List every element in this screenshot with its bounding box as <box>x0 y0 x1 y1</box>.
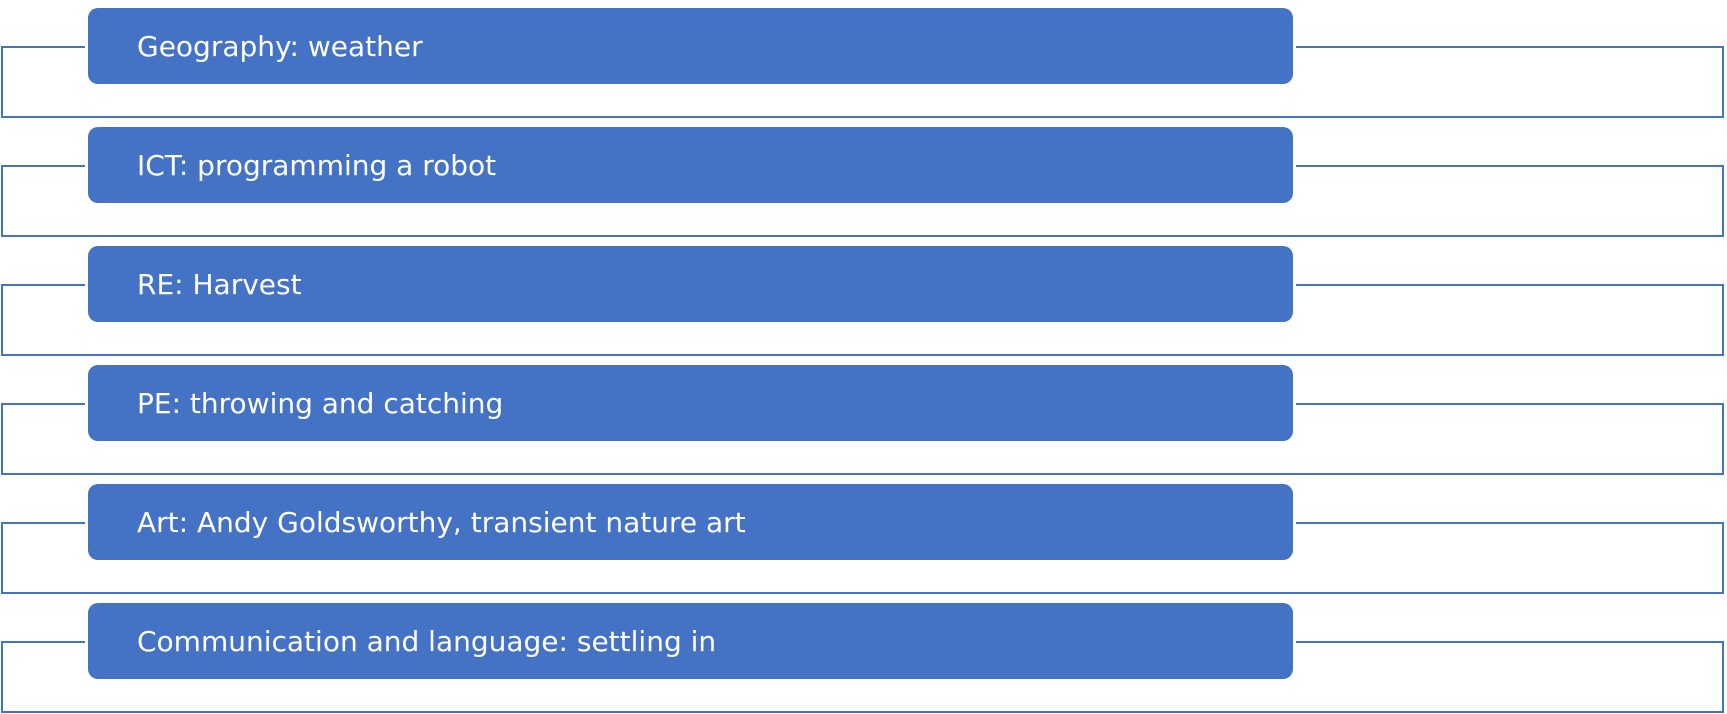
topic-label: Communication and language: settling in <box>137 624 717 658</box>
topic-label: Art: Andy Goldsworthy, transient nature … <box>137 505 746 539</box>
topic-item: Geography: weather <box>0 8 1727 118</box>
topic-label-bar: PE: throwing and catching <box>88 365 1293 441</box>
topic-label-bar: ICT: programming a robot <box>88 127 1293 203</box>
topic-item: RE: Harvest <box>0 246 1727 356</box>
topic-label: Geography: weather <box>137 29 423 63</box>
topic-label-bar: Art: Andy Goldsworthy, transient nature … <box>88 484 1293 560</box>
topic-item: PE: throwing and catching <box>0 365 1727 475</box>
topic-item: ICT: programming a robot <box>0 127 1727 237</box>
topic-label: ICT: programming a robot <box>137 148 497 182</box>
topic-label: RE: Harvest <box>137 267 302 301</box>
topic-item: Art: Andy Goldsworthy, transient nature … <box>0 484 1727 594</box>
topic-item: Communication and language: settling in <box>0 603 1727 713</box>
topic-label: PE: throwing and catching <box>137 386 504 420</box>
topic-label-bar: RE: Harvest <box>88 246 1293 322</box>
topic-label-bar: Communication and language: settling in <box>88 603 1293 679</box>
topic-label-bar: Geography: weather <box>88 8 1293 84</box>
